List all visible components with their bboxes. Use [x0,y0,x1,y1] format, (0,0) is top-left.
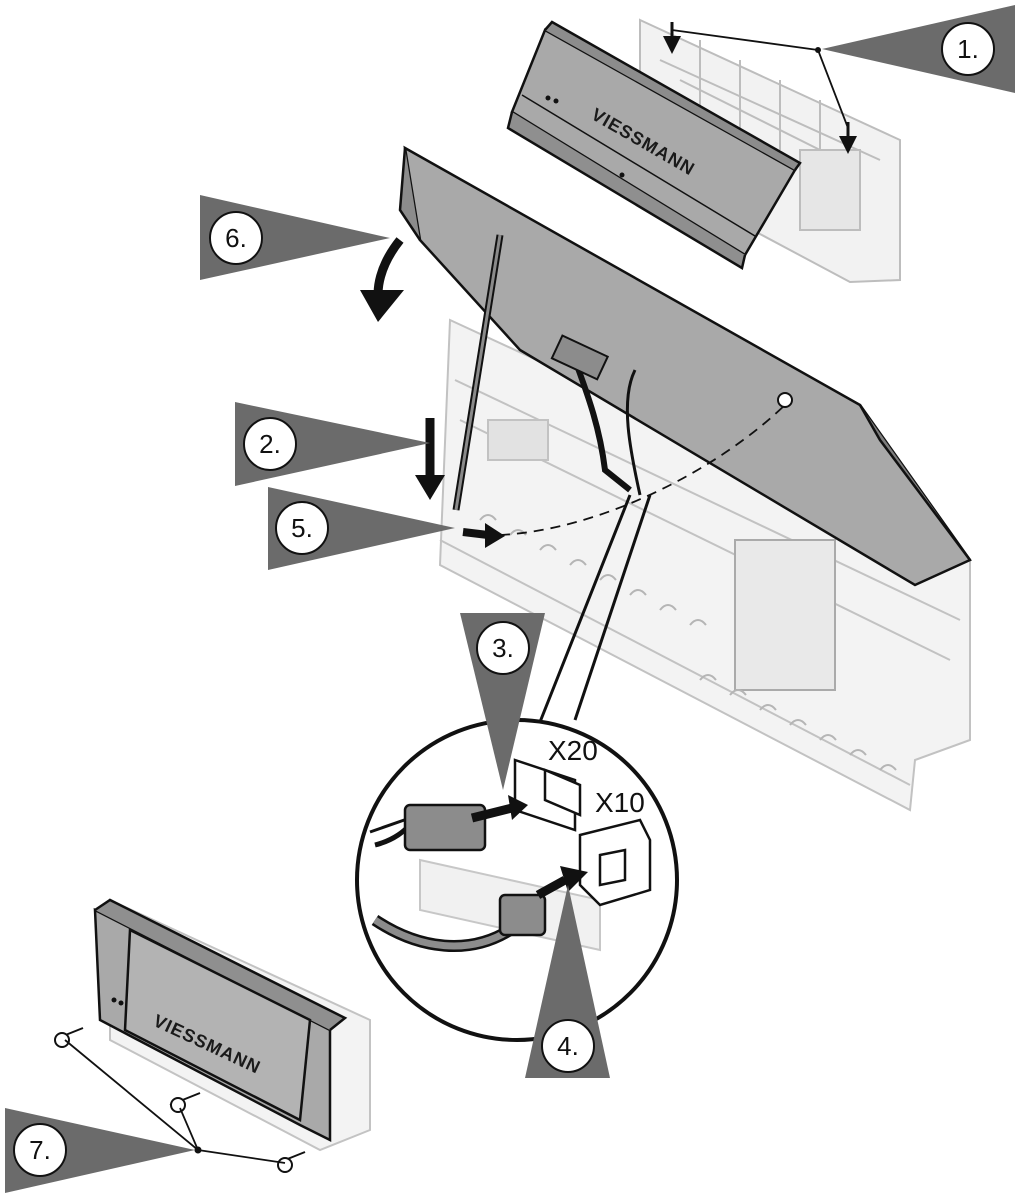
front-cover-removed [506,20,802,270]
step-7-callout: 7. [5,1108,195,1193]
top-cover-assembly: VIESSMANN [506,18,901,284]
control-unit-open [360,145,972,812]
x20-plug [369,795,528,852]
step-3-callout: 3. [460,613,545,790]
step-7-label: 7. [29,1135,51,1165]
x20-socket [513,758,582,832]
step-4-callout: 4. [525,885,610,1078]
screws [54,1027,306,1173]
hinged-lid [398,145,972,587]
network-cable [625,369,642,496]
step-4-label: 4. [557,1031,579,1061]
step-6-label: 6. [225,223,247,253]
x20-label: X20 [548,735,598,766]
leader-1 [671,29,849,129]
step-5-label: 5. [291,513,313,543]
front-cover-installed [93,898,348,1143]
closed-unit: VIESSMANN [54,898,371,1173]
step-5-callout: 5. [268,487,455,570]
terminal-row [479,514,897,771]
step-1-callout: 1. [822,5,1015,93]
magnifier-leaders [538,494,652,723]
step-2-label: 2. [259,429,281,459]
leader-7 [64,1039,286,1164]
step-1-label: 1. [957,34,979,64]
step-6-callout: 6. [200,195,390,280]
x10-socket [578,818,652,907]
dashed-route [499,399,791,536]
detail-magnifier: X20 X10 [355,494,679,1042]
x10-label: X10 [595,787,645,818]
step-2-callout: 2. [235,402,430,486]
arrow-slide-right [462,528,489,539]
x10-plug [371,866,588,952]
step-3-label: 3. [492,633,514,663]
